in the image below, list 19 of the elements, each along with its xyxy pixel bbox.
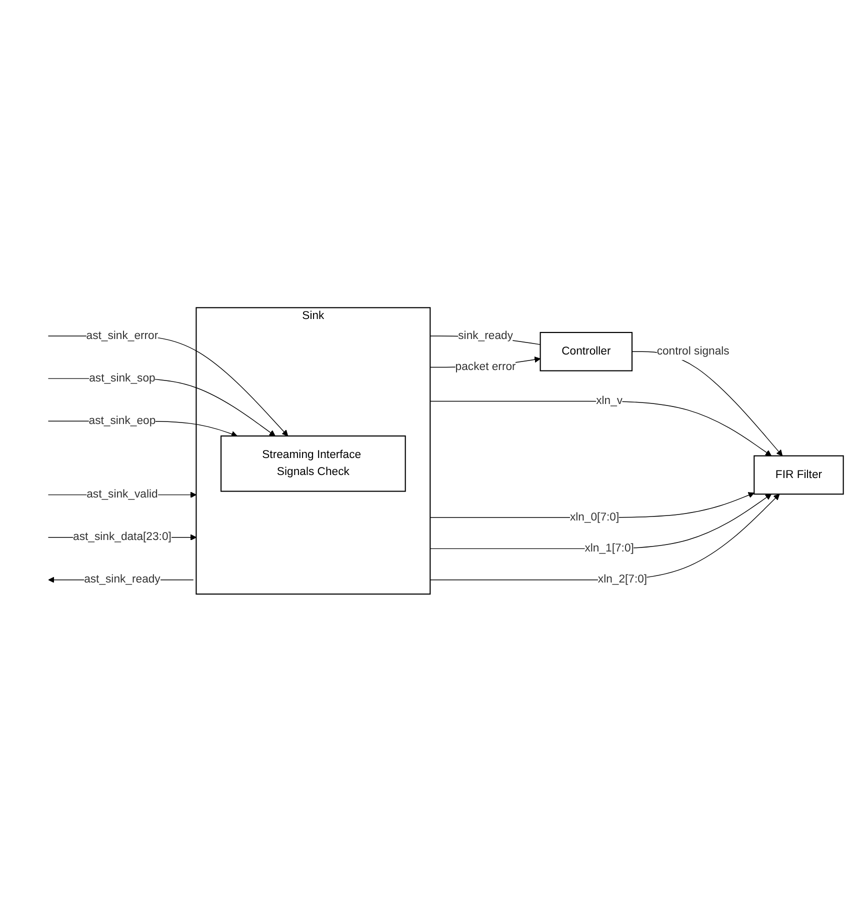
arrow xyxy=(430,493,772,549)
edge-label: xln_1[7:0] xyxy=(584,542,634,554)
edge-label: sink_ready xyxy=(458,329,513,342)
edge-label: ast_sink_eop xyxy=(88,414,156,426)
edge-label: ast_sink_valid xyxy=(86,488,158,500)
node-box: FIR Filter xyxy=(754,454,844,494)
arrow xyxy=(430,493,780,580)
edge-label: control signals xyxy=(656,344,730,357)
edge-label: ast_sink_data[23:0] xyxy=(73,530,172,543)
edge-label: packet error xyxy=(455,360,516,372)
edge-label: ast_sink_error xyxy=(86,329,158,342)
node-box: Controller xyxy=(540,332,633,371)
arrow xyxy=(430,400,772,456)
edge-label: ast_sink_sop xyxy=(89,372,156,384)
edge-label: xln_v xyxy=(596,394,623,407)
edge-label: xln_0[7:0] xyxy=(570,510,620,523)
edge-label: ast_sink_ready xyxy=(84,573,160,586)
edge-label: xln_2[7:0] xyxy=(598,573,648,586)
node-box: Streaming Interface Signals Check xyxy=(220,435,406,492)
